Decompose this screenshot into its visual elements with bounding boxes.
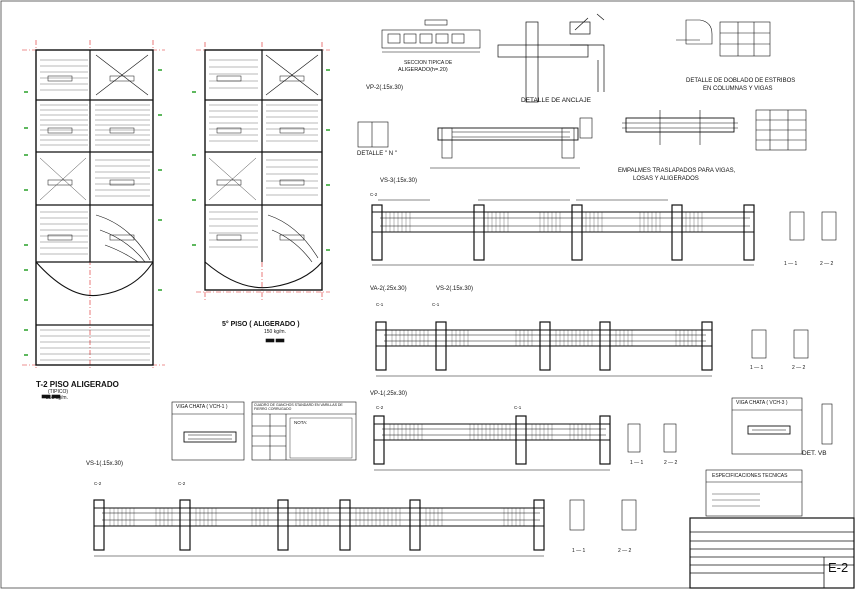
cut-2-2-label: 2 — 2 bbox=[792, 365, 806, 371]
beam-vp2 bbox=[357, 117, 593, 169]
beam-va2 bbox=[375, 321, 809, 377]
beam-vp1 bbox=[373, 415, 677, 471]
vch3-detail bbox=[731, 397, 833, 455]
splice-detail bbox=[622, 109, 807, 151]
detail-n-title: DETALLE " N " bbox=[357, 151, 397, 157]
fifth-plan-title: 5° PISO ( ALIGERADO ) bbox=[222, 321, 300, 328]
slab-section-detail bbox=[381, 19, 481, 53]
anchor-detail bbox=[497, 13, 605, 103]
vch1-detail bbox=[171, 401, 245, 461]
splice-detail-title-2: LOSAS Y ALIGERADOS bbox=[633, 176, 699, 182]
floor-plan-typical bbox=[22, 40, 165, 399]
cut-2-2-label: 2 — 2 bbox=[618, 548, 632, 554]
splice-detail-title-1: EMPALMES TRASLAPADOS PARA VIGAS, bbox=[618, 168, 736, 174]
cut-1-1-label: 1 — 1 bbox=[630, 460, 644, 466]
cut-1-1-label: 1 — 1 bbox=[784, 261, 798, 267]
beam-vs2-title: VS-2(.15x.30) bbox=[436, 286, 474, 292]
vch1-title: VIGA CHATA ( VCH-1 ) bbox=[176, 404, 228, 410]
hooks-table-title: CUADRO DE GANCHOS STANDARD EN VARILLAS D… bbox=[254, 403, 343, 411]
beam-vp2-title: VP-2(.15x.30) bbox=[366, 85, 404, 91]
beam-va2-title: VA-2(.25x.30) bbox=[370, 286, 407, 292]
beam-vp1-title: VP-1(.25x.30) bbox=[370, 391, 408, 397]
slab-section-caption-1: SECCION TIPICA DE bbox=[404, 60, 453, 66]
sheet-code: E-2 bbox=[828, 560, 849, 575]
beam-vs1-title: VS-1(.15x.30) bbox=[86, 461, 124, 467]
stirrup-detail-title-1: DETALLE DE DOBLADO DE ESTRIBOS bbox=[686, 78, 796, 84]
cut-1-1-label: 1 — 1 bbox=[572, 548, 586, 554]
column-label: C-2 bbox=[376, 405, 384, 410]
beam-vs1 bbox=[93, 499, 637, 557]
column-label: C-1 bbox=[432, 302, 440, 307]
cut-2-2-label: 2 — 2 bbox=[664, 460, 678, 466]
hooks-note-label: NOTA: bbox=[294, 420, 308, 425]
typical-plan-title: T-2 PISO ALIGERADO bbox=[36, 380, 119, 389]
det-vb-title: DET. VB bbox=[802, 450, 827, 457]
specs-box bbox=[705, 469, 803, 517]
specs-title: ESPECIFICACIONES TECNICAS bbox=[712, 473, 788, 479]
column-label: C-2 bbox=[178, 481, 186, 486]
column-label: C-2 bbox=[94, 481, 102, 486]
column-label: C-1 bbox=[376, 302, 384, 307]
stirrup-bend-detail bbox=[676, 19, 771, 57]
anchor-detail-title: DETALLE DE ANCLAJE bbox=[521, 97, 591, 104]
hooks-table bbox=[251, 401, 357, 461]
vch3-title: VIGA CHATA ( VCH-3 ) bbox=[736, 400, 788, 406]
stirrup-detail-title-2: EN COLUMNAS Y VIGAS bbox=[703, 86, 773, 92]
typical-plan-load: 250 kg/m. bbox=[46, 395, 68, 401]
cut-1-1-label: 1 — 1 bbox=[750, 365, 764, 371]
beam-vs3-title: VS-3(.15x.30) bbox=[380, 178, 418, 184]
floor-plan-fifth bbox=[192, 42, 330, 343]
slab-section-caption-2: ALIGERADO(h=.20) bbox=[398, 67, 448, 73]
title-block bbox=[689, 517, 855, 589]
typical-plan-subtitle: (TIPICO) bbox=[48, 389, 68, 395]
column-label: C-2 bbox=[370, 192, 378, 197]
cut-2-2-label: 2 — 2 bbox=[820, 261, 834, 267]
beam-vs3 bbox=[371, 199, 837, 266]
fifth-plan-load: 150 kg/m. bbox=[264, 329, 286, 335]
column-label: C-1 bbox=[514, 405, 522, 410]
